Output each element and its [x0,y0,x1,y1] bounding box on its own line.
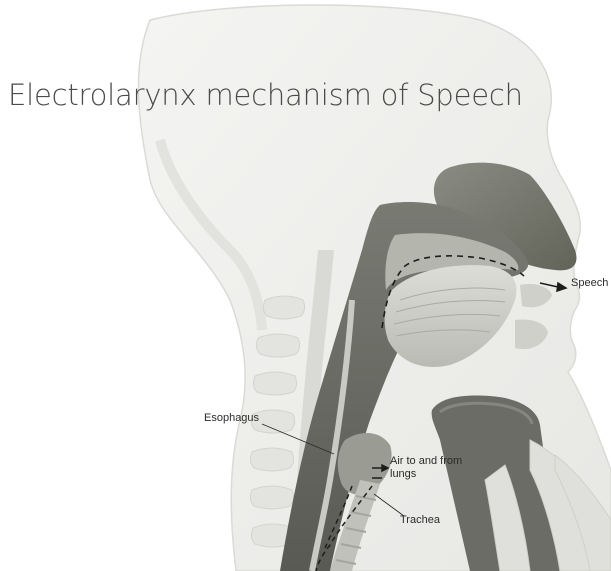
diagram-title: Electrolarynx mechanism of Speech [8,78,523,112]
label-speech: Speech [571,277,608,290]
label-trachea: Trachea [400,514,440,527]
label-esophagus: Esophagus [204,412,259,425]
label-air: Air to and from lungs [390,455,470,481]
